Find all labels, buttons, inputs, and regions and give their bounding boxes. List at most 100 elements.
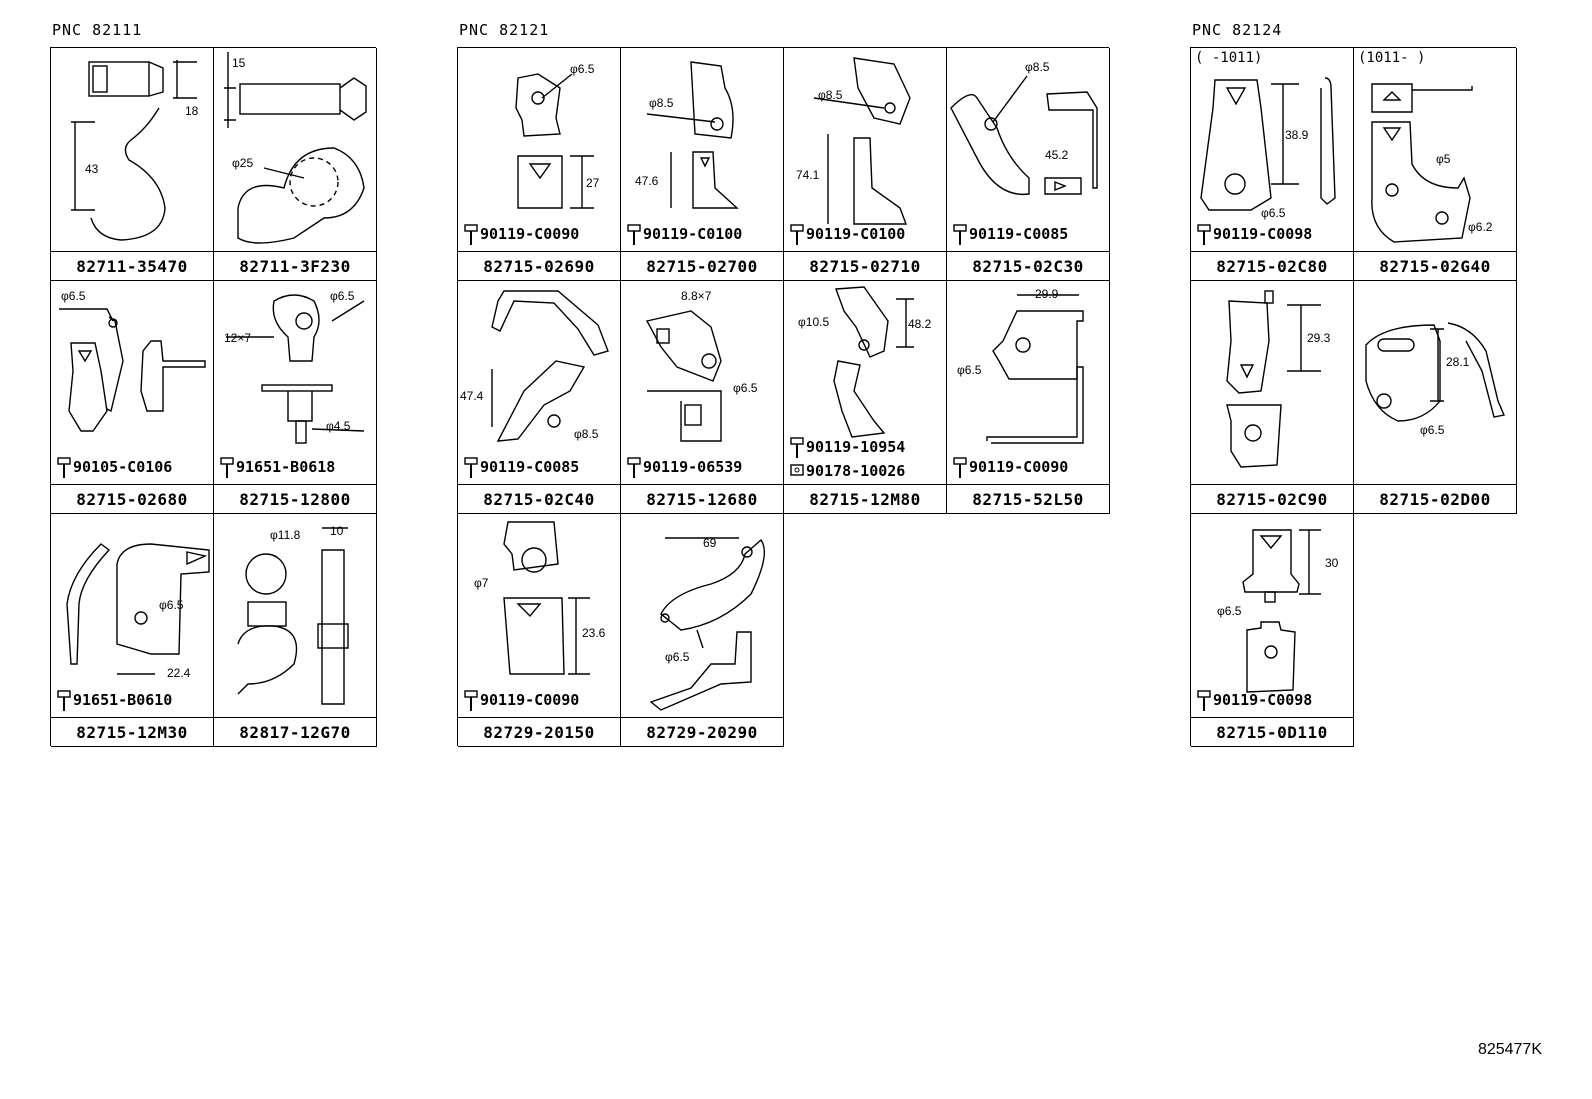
dimension-label: φ8.5 [818, 88, 843, 102]
bracket-drawing [645, 310, 722, 442]
part-number: 82715-02C30 [947, 251, 1109, 280]
part-number: 82715-52L50 [947, 484, 1109, 513]
part-cell[interactable]: 69 φ6.5 82729-20290 [621, 514, 784, 747]
part-number: 82715-02C40 [458, 484, 620, 513]
bolt-part-number: 90119-C0100 [806, 225, 906, 243]
dimension-label: φ6.2 [1468, 220, 1493, 234]
nut-icon [790, 463, 804, 476]
part-number: 82729-20150 [458, 717, 620, 746]
part-cell[interactable]: φ7 23.6 90119-C0090 82729-20150 [458, 514, 621, 747]
bracket-drawing [66, 543, 210, 675]
dimension-label: φ5 [1436, 152, 1451, 166]
part-cell[interactable]: φ6.5 12×7 φ4.5 91651-B0618 82715-12800 [214, 281, 377, 514]
part-cell[interactable]: φ8.5 47.6 90119-C0100 82715-02700 [621, 48, 784, 281]
dimension-label: 38.9 [1285, 128, 1309, 142]
part-cell[interactable]: φ6.5 27 90119-C0090 82715-02690 [458, 48, 621, 281]
dimension-label: φ8.5 [1025, 60, 1050, 74]
bolt-part-number: 90119-C0100 [643, 225, 743, 243]
dimension-label: φ6.5 [1217, 604, 1242, 618]
bolt-icon [464, 689, 478, 711]
dimension-label: 29.9 [1035, 287, 1059, 301]
part-cell[interactable]: 29.3 82715-02C90 [1191, 281, 1354, 514]
bolt-part-number: 90119-C0090 [480, 225, 580, 243]
part-number: 82715-02C80 [1191, 251, 1353, 280]
part-number: 82715-02G40 [1354, 251, 1516, 280]
nut-label: 90178-10026 [790, 459, 905, 483]
bolt-icon [57, 456, 71, 478]
part-cell[interactable]: (1011- ) φ5 φ6.2 82715-02G40 [1354, 48, 1517, 281]
dimension-label: 22.4 [167, 666, 191, 680]
part-cell[interactable]: ( -1011) 38.9 φ6.5 90119-C0098 82715-02C… [1191, 48, 1354, 281]
bracket-drawing [503, 521, 590, 675]
serial-range-note: ( -1011) [1195, 50, 1263, 66]
dimension-label: 69 [703, 536, 717, 550]
part-number: 82817-12G70 [214, 717, 376, 746]
bolt-icon [953, 223, 967, 245]
bracket-drawing [646, 61, 739, 209]
bolt-icon [953, 456, 967, 478]
part-number: 82715-0D110 [1191, 717, 1353, 746]
bolt-icon [57, 689, 71, 711]
dimension-label: 28.1 [1446, 355, 1470, 369]
bracket-drawing [813, 57, 911, 225]
bracket-drawing [1365, 322, 1505, 422]
bracket-drawing [491, 290, 609, 442]
bolt-icon [464, 456, 478, 478]
bracket-drawing [649, 537, 765, 711]
dimension-label: φ6.5 [61, 289, 86, 303]
bolt-label: 90119-C0085 [464, 455, 579, 479]
dimension-label: φ11.8 [270, 528, 301, 542]
bolt-part-number: 90119-06539 [643, 458, 743, 476]
bracket-drawing [833, 286, 914, 438]
dimension-label: 15 [232, 56, 246, 70]
bolt-label: 90119-C0090 [464, 222, 579, 246]
bolt-icon [790, 436, 804, 458]
part-cell[interactable]: φ6.5 22.4 91651-B0610 82715-12M30 [51, 514, 214, 747]
bracket-drawing [59, 308, 206, 432]
dimension-label: 47.4 [460, 389, 484, 403]
clamp-drawing [71, 60, 197, 241]
part-cell[interactable]: 15 φ25 82711-3F230 [214, 48, 377, 281]
bracket-drawing [1200, 77, 1336, 211]
dimension-label: φ4.5 [326, 419, 351, 433]
bolt-part-number: 90119-C0090 [969, 458, 1069, 476]
part-cell[interactable]: 18 43 82711-35470 [51, 48, 214, 281]
part-cell[interactable]: φ6.5 90105-C0106 82715-02680 [51, 281, 214, 514]
part-cell[interactable]: 47.4 φ8.5 90119-C0085 82715-02C40 [458, 281, 621, 514]
dimension-label: 48.2 [908, 317, 932, 331]
part-cell[interactable]: 30 φ6.5 90119-C0098 82715-0D110 [1191, 514, 1354, 747]
dimension-label: φ8.5 [649, 96, 674, 110]
dimension-label: 45.2 [1045, 148, 1069, 162]
nut-part-number: 90178-10026 [806, 462, 906, 480]
dimension-label: 43 [85, 162, 99, 176]
serial-range-note: (1011- ) [1358, 50, 1426, 66]
bracket-drawing [515, 73, 594, 209]
part-cell[interactable]: 8.8×7 φ6.5 90119-06539 82715-12680 [621, 281, 784, 514]
part-cell[interactable]: φ8.5 45.2 90119-C0085 82715-02C30 [947, 48, 1110, 281]
bolt-label: 90119-C0085 [953, 222, 1068, 246]
bolt-part-number: 90119-C0098 [1213, 225, 1313, 243]
part-number: 82715-02710 [784, 251, 946, 280]
part-cell[interactable]: 29.9 φ6.5 90119-C0090 82715-52L50 [947, 281, 1110, 514]
bolt-label: 90119-C0090 [464, 688, 579, 712]
part-cell[interactable]: φ8.5 74.1 90119-C0100 82715-02710 [784, 48, 947, 281]
bolt-icon [627, 223, 641, 245]
dimension-label: φ8.5 [574, 427, 599, 441]
part-cell[interactable]: φ10.5 48.2 90119-10954 90178-10026 82715… [784, 281, 947, 514]
part-number: 82715-02690 [458, 251, 620, 280]
dimension-label: 18 [185, 104, 199, 118]
bolt-icon [790, 223, 804, 245]
bolt-label: 90119-C0100 [790, 222, 905, 246]
bolt-label: 90119-C0098 [1197, 222, 1312, 246]
part-cell[interactable]: φ11.8 10 82817-12G70 [214, 514, 377, 747]
bolt-label: 91651-B0618 [220, 455, 335, 479]
bracket-drawing [1371, 83, 1473, 243]
dimension-label: 27 [586, 176, 600, 190]
bracket-drawing [950, 75, 1098, 196]
dimension-label: φ6.5 [1261, 206, 1286, 220]
part-cell[interactable]: 28.1 φ6.5 82715-02D00 [1354, 281, 1517, 514]
clamp-drawing [226, 294, 365, 444]
part-number: 82711-35470 [51, 251, 213, 280]
bracket-drawing [1242, 529, 1321, 693]
part-number: 82715-02C90 [1191, 484, 1353, 513]
